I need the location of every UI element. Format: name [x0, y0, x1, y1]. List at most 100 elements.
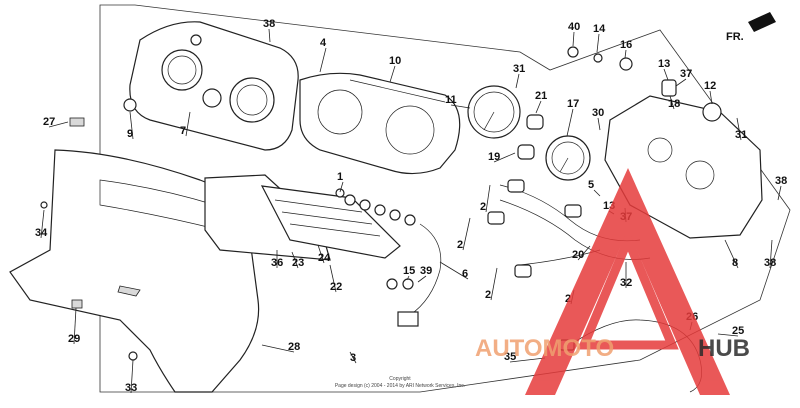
callout-38a: 38	[263, 18, 275, 30]
meter-lens-panel	[299, 72, 461, 175]
leader-line-9	[129, 111, 134, 140]
callout-7: 7	[180, 125, 186, 137]
callout-3: 3	[350, 352, 356, 364]
callout-16: 16	[620, 39, 632, 51]
leader-line-14	[596, 33, 600, 53]
leader-line-24	[317, 244, 325, 264]
leader-line-39	[417, 275, 427, 283]
callout-39: 39	[420, 265, 432, 277]
callout-4: 4	[320, 37, 327, 49]
callout-17: 17	[567, 98, 579, 110]
wiring-harness	[487, 179, 651, 278]
callout-8: 8	[732, 257, 738, 269]
callout-2b: 2	[457, 239, 463, 251]
leader-line-19	[493, 152, 516, 163]
callout-38c: 38	[764, 257, 776, 269]
callout-15: 15	[403, 265, 415, 277]
callout-27: 27	[43, 116, 55, 128]
leader-line-7	[185, 111, 191, 137]
watermark-logo	[525, 168, 730, 395]
meter-case-rear	[604, 79, 763, 239]
watermark-brand-secondary: HUB	[698, 335, 750, 362]
leader-line-4	[319, 47, 327, 73]
leader-line-6	[439, 261, 469, 280]
leader-line-15	[406, 275, 410, 281]
leader-line-28	[261, 344, 295, 353]
leader-line-3	[349, 351, 357, 364]
callout-23: 23	[292, 257, 304, 269]
callout-25: 25	[732, 325, 744, 337]
front-direction-label: FR.	[726, 31, 744, 43]
meter-case-upper	[129, 21, 299, 151]
callout-2d: 2	[565, 293, 571, 305]
leader-line-21	[535, 100, 542, 114]
callout-34: 34	[35, 227, 48, 239]
callout-1: 1	[337, 171, 343, 183]
leader-line-17	[566, 108, 574, 137]
callout-21: 21	[535, 90, 547, 102]
callout-19: 19	[488, 151, 500, 163]
leader-line-27	[48, 121, 69, 128]
leader-line-33	[130, 359, 134, 394]
leader-line-20	[577, 245, 591, 261]
callout-36: 36	[271, 257, 283, 269]
callout-18: 18	[668, 98, 680, 110]
leader-line-37a	[675, 78, 687, 87]
callout-6: 6	[462, 268, 468, 280]
indicator-panel	[204, 174, 401, 261]
gauges	[467, 85, 591, 181]
leader-line-5	[593, 189, 601, 197]
leader-line-2c	[490, 267, 498, 301]
leader-line-31b	[736, 117, 742, 141]
leader-line-2a	[485, 184, 491, 213]
callout-30: 30	[592, 107, 604, 119]
leader-line-12	[709, 90, 713, 105]
leader-line-35	[509, 357, 546, 363]
callout-2c: 2	[485, 289, 491, 301]
leader-line-22	[329, 264, 337, 293]
callout-38b: 38	[775, 175, 787, 187]
leader-line-18	[669, 95, 675, 110]
leader-line-38b	[777, 185, 782, 201]
front-direction-indicator: FR.	[726, 12, 776, 43]
assembly-boundary	[99, 4, 791, 393]
callout-20: 20	[572, 249, 584, 261]
leader-line-11	[450, 104, 471, 109]
leader-line-13a	[663, 68, 669, 81]
leader-line-29	[73, 307, 77, 345]
leader-line-25	[717, 333, 739, 337]
callout-10: 10	[389, 55, 401, 67]
copyright-title: Copyright	[389, 376, 411, 382]
callout-29: 29	[68, 333, 80, 345]
callout-14: 14	[593, 23, 606, 35]
watermark-triangle-icon	[525, 168, 730, 395]
leader-line-34	[40, 209, 45, 239]
callout-2a: 2	[480, 201, 486, 213]
callout-24: 24	[318, 252, 331, 264]
leader-line-8	[724, 239, 739, 269]
leader-line-1	[339, 181, 344, 193]
leader-line-2b	[462, 217, 471, 251]
callout-32: 32	[620, 277, 632, 289]
callout-31b: 31	[735, 129, 747, 141]
callout-12: 12	[704, 80, 716, 92]
callout-35: 35	[504, 351, 516, 363]
leader-line-10	[389, 65, 396, 83]
callout-31a: 31	[513, 63, 525, 75]
fasteners	[40, 46, 633, 361]
watermark-brand-primary: AUTOMOTO	[475, 335, 614, 362]
leader-line-31a	[515, 73, 520, 89]
callout-13a: 13	[658, 58, 670, 70]
callout-5: 5	[588, 179, 594, 191]
callout-33: 33	[125, 382, 137, 394]
callout-11: 11	[445, 94, 457, 106]
callout-40: 40	[568, 21, 580, 33]
leader-line-23	[291, 251, 299, 269]
bulb-sockets	[344, 194, 442, 327]
lower-cover	[9, 149, 260, 393]
callout-9: 9	[127, 128, 133, 140]
copyright-text: Page design (c) 2004 - 2014 by ARI Netwo…	[335, 383, 465, 389]
